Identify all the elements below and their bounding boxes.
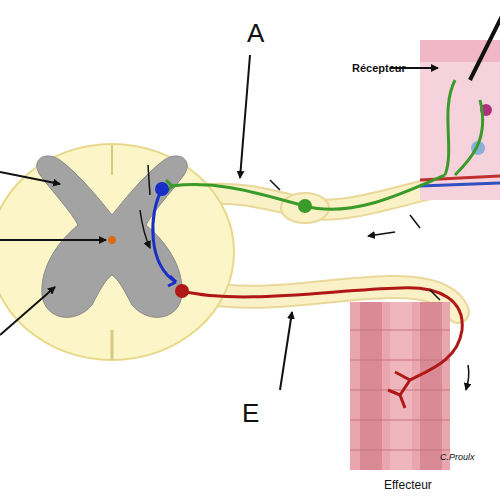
callout-letter: E — [242, 398, 259, 429]
skin-receptor — [420, 10, 500, 200]
spinal-cord — [0, 144, 234, 360]
spinal-cord-part — [111, 145, 113, 175]
flow-arrows-part — [140, 210, 150, 248]
interneuron — [153, 182, 176, 286]
flow-arrows — [140, 165, 469, 390]
motor-neuron — [175, 284, 462, 408]
muscle-effector-part — [390, 302, 412, 470]
sensory-neuron — [166, 80, 483, 213]
pointer-arrows-part — [0, 172, 60, 184]
muscle-effector — [350, 302, 450, 470]
flow-arrows-part — [270, 180, 280, 190]
interneuron-part — [168, 276, 176, 286]
spinal-cord-part — [0, 144, 234, 360]
pointer-arrows — [0, 55, 438, 390]
gray-matter-part — [108, 236, 116, 244]
flow-arrows-part — [148, 165, 150, 195]
muscle-effector-part — [350, 330, 450, 450]
motor-neuron-part — [182, 288, 462, 380]
flow-arrows-part — [430, 290, 440, 300]
flow-arrows-part — [410, 215, 420, 228]
skin-receptor-part — [420, 183, 500, 186]
pointer-arrows-part — [240, 55, 250, 178]
spinal-cord-part — [111, 330, 114, 360]
pointer-arrows-part — [0, 287, 55, 335]
interneuron-part — [153, 189, 176, 282]
skin-receptor-part — [420, 40, 500, 200]
callout-letter: A — [247, 18, 264, 49]
muscle-effector-part — [360, 302, 382, 470]
gray-matter — [37, 156, 187, 317]
muscle-effector-part — [420, 302, 442, 470]
skin-receptor-part — [470, 10, 500, 80]
flow-arrows-part — [368, 232, 395, 236]
effector-label: Effecteur — [384, 478, 432, 492]
muscle-effector-part — [350, 302, 450, 470]
motor-neuron-part — [388, 372, 410, 408]
sensory-neuron-part — [298, 199, 312, 213]
pointer-arrows-part — [0, 239, 106, 241]
flow-arrows-part — [466, 365, 469, 390]
receptor-label: Récepteur — [352, 62, 406, 74]
pointer-arrows-part — [280, 312, 292, 390]
signature: C.Proulx — [440, 452, 475, 462]
sensory-neuron-part — [445, 80, 483, 175]
gray-matter-part — [37, 156, 187, 317]
